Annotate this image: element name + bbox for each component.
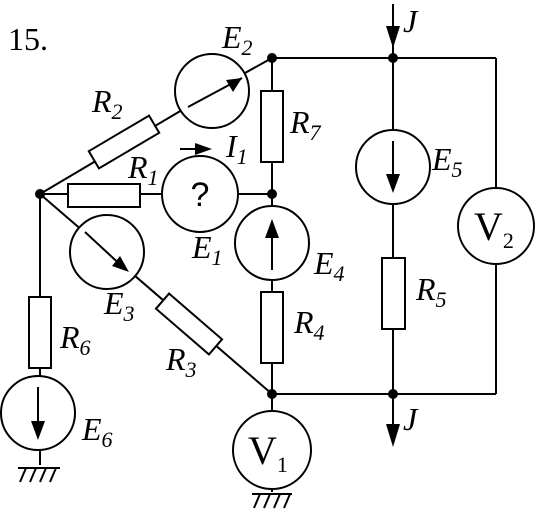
resistor-r5	[381, 257, 406, 330]
junctions	[35, 53, 398, 399]
label-r7: R7	[289, 104, 322, 145]
problem-number: 15.	[8, 21, 48, 57]
node-top-middle	[267, 53, 277, 63]
current-source-j-top-arrow-icon	[386, 26, 400, 48]
arrow-icon	[226, 78, 242, 92]
label-e2: E2	[221, 19, 253, 60]
label-r1: R1	[127, 149, 159, 190]
resistor-r7	[260, 90, 284, 163]
label-r2: R2	[91, 83, 123, 124]
source-e2	[174, 53, 250, 129]
label-j-bottom: J	[403, 401, 419, 437]
node-left	[35, 189, 45, 199]
voltmeter-v1	[232, 410, 312, 490]
node-middle	[267, 189, 277, 199]
meter-question-mark: ?	[191, 176, 210, 214]
voltmeter-v2-label: V2	[474, 204, 514, 253]
label-e4: E4	[313, 245, 345, 286]
label-e5: E5	[431, 141, 463, 182]
voltmeter-v1-label: V1	[248, 428, 288, 477]
resistor-r4	[260, 291, 284, 364]
label-e3: E3	[103, 285, 135, 326]
node-bottom-middle	[267, 389, 277, 399]
arrow-down-icon	[31, 421, 45, 440]
voltmeter-v2	[457, 187, 535, 265]
label-e1: E1	[191, 229, 223, 270]
label-e6: E6	[81, 411, 113, 452]
ground-bottom-icon	[252, 493, 292, 509]
resistor-r6	[28, 296, 52, 369]
label-r6: R6	[59, 319, 91, 360]
arrow-icon	[112, 256, 129, 272]
label-r5: R5	[415, 271, 447, 312]
label-r4: R4	[293, 304, 325, 345]
node-top-right	[388, 53, 398, 63]
label-i1: I1	[225, 128, 248, 169]
label-j-top: J	[403, 3, 419, 39]
resistor-r3	[154, 292, 224, 356]
ground-left-icon	[18, 467, 60, 483]
label-r3: R3	[165, 341, 197, 382]
node-bottom-right	[388, 389, 398, 399]
resistor-r2	[87, 114, 161, 170]
meter-unknown	[161, 155, 239, 233]
arrow-up-icon	[265, 219, 279, 238]
current-arrow-icon	[195, 143, 212, 155]
resistor-r1	[67, 183, 141, 208]
current-source-j-bottom-arrow-icon	[386, 424, 400, 447]
arrow-down-icon	[386, 174, 400, 193]
